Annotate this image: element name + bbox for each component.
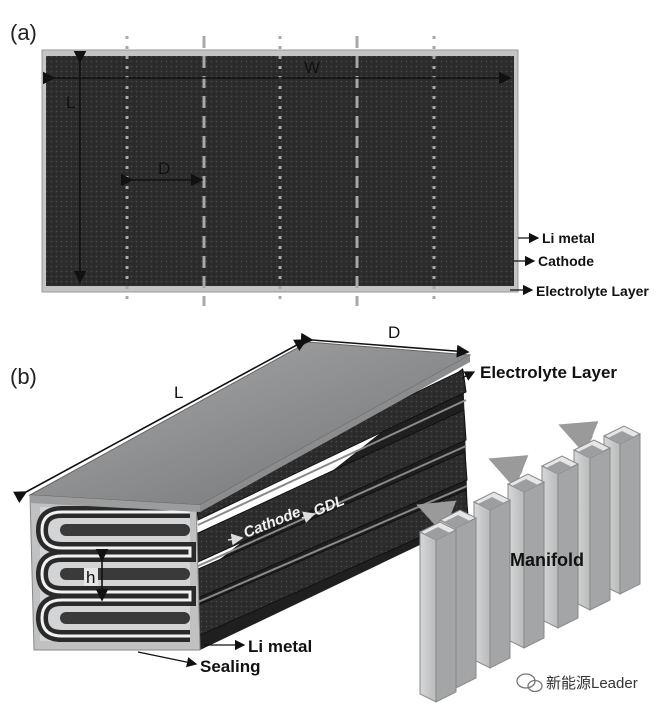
gdl-arrow [301,511,316,524]
manifold-pillar [572,439,612,611]
watermark: 新能源Leader [516,673,638,693]
manifold-pillar [506,473,546,649]
sealing-arrow [137,651,198,668]
watermark-text: 新能源Leader [546,675,638,692]
manifold [418,425,642,703]
manifold-label: Manifold [510,550,584,570]
li-metal-label-a: Li metal [542,230,595,246]
sealing-label: Sealing [200,657,260,676]
dimension-d-arrow-b [300,332,470,358]
battery-block [28,341,472,651]
manifold-pillar [418,521,458,703]
airflow-arrows [416,421,599,535]
dimension-l-label: L [66,93,75,112]
li-metal-label-b: Li metal [248,637,312,656]
cathode-label-a: Cathode [538,253,594,269]
electrolyte-arrow-b [461,371,476,381]
cathode-arrow-b [227,533,244,546]
dimension-w-label: W [304,58,320,77]
dimension-l-arrow-b [13,339,308,503]
electrolyte-label-a: Electrolyte Layer [536,283,649,299]
panel-b-tag: (b) [10,364,37,389]
wechat-icon [516,673,543,693]
dimension-d-label-b: D [388,323,400,342]
panel-a-tag: (a) [10,20,37,45]
dimension-l-label-b: L [174,383,183,402]
manifold-pillar [472,491,512,669]
dimension-d-label: D [158,159,170,178]
dimension-h-label: h [86,568,95,587]
manifold-pillar [540,455,580,629]
electrolyte-label-b: Electrolyte Layer [480,363,617,382]
